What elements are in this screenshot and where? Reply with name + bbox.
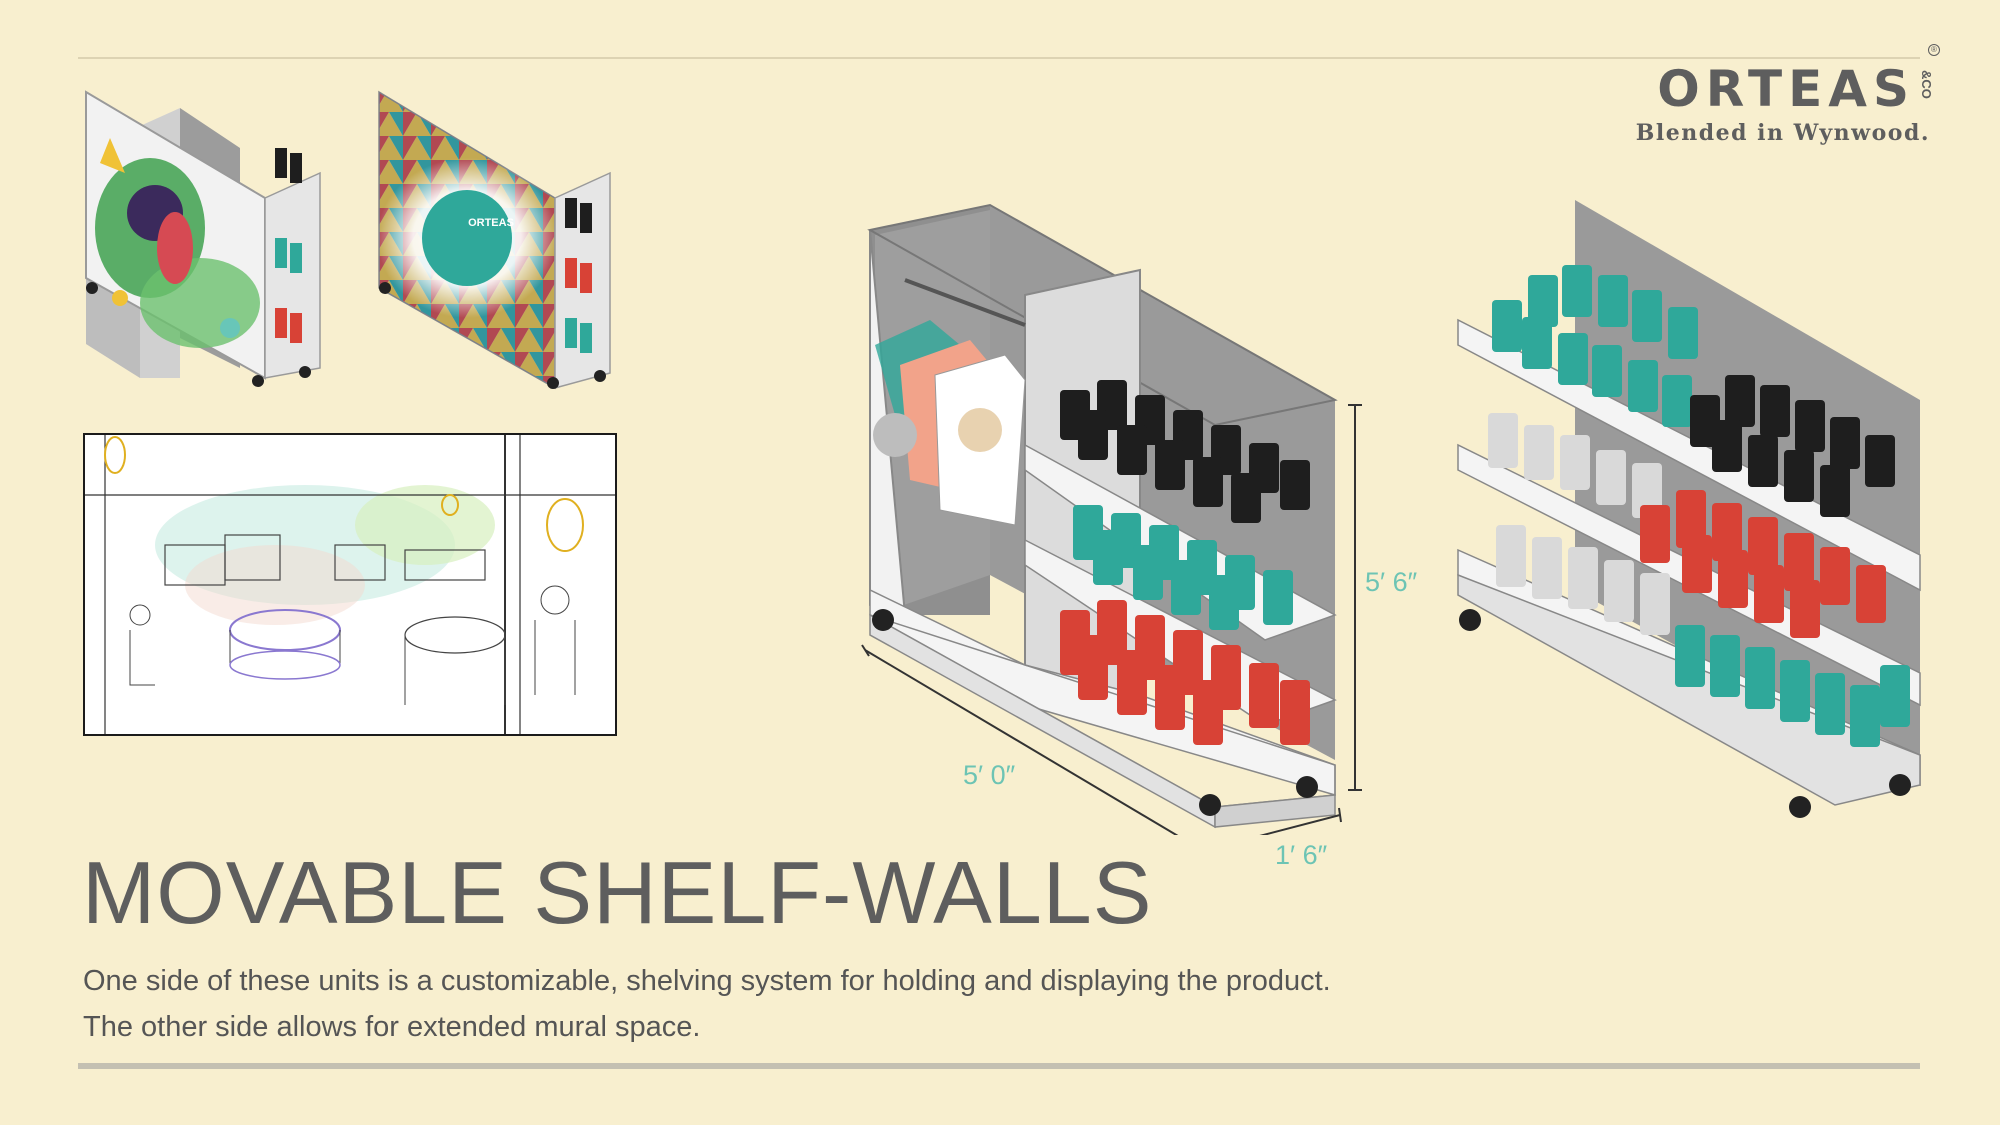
slide-description: One side of these units is a customizabl… — [83, 958, 1331, 1050]
description-line-2: The other side allows for extended mural… — [83, 1011, 701, 1043]
shelf-unit-back-stocked-illustration — [1457, 200, 1921, 818]
dimension-height-label: 5′ 6″ — [1365, 567, 1418, 597]
slide-title: MOVABLE SHELF-WALLS — [82, 843, 1153, 942]
shelf-unit-geometric-mural-illustration — [377, 90, 611, 390]
dimension-length-label: 5′ 0″ — [963, 760, 1016, 790]
mural-badge-text: ORTEAS — [468, 217, 514, 229]
brand-tagline: Blended in Wynwood. — [1635, 120, 1930, 146]
registered-mark: ® — [1928, 44, 1940, 56]
shelf-unit-mermaid-mural-illustration — [85, 90, 321, 387]
shelf-unit-front-dimensioned-illustration — [861, 203, 1362, 835]
bottom-divider — [78, 1063, 1920, 1069]
top-divider — [78, 57, 1920, 59]
brand-logo-amp: &CO — [1919, 70, 1934, 99]
store-interior-sketch — [83, 433, 617, 736]
brand-logo: ORTEAS — [1657, 60, 1915, 118]
dimension-depth-label: 1′ 6″ — [1275, 840, 1328, 870]
description-line-1: One side of these units is a customizabl… — [83, 965, 1331, 997]
